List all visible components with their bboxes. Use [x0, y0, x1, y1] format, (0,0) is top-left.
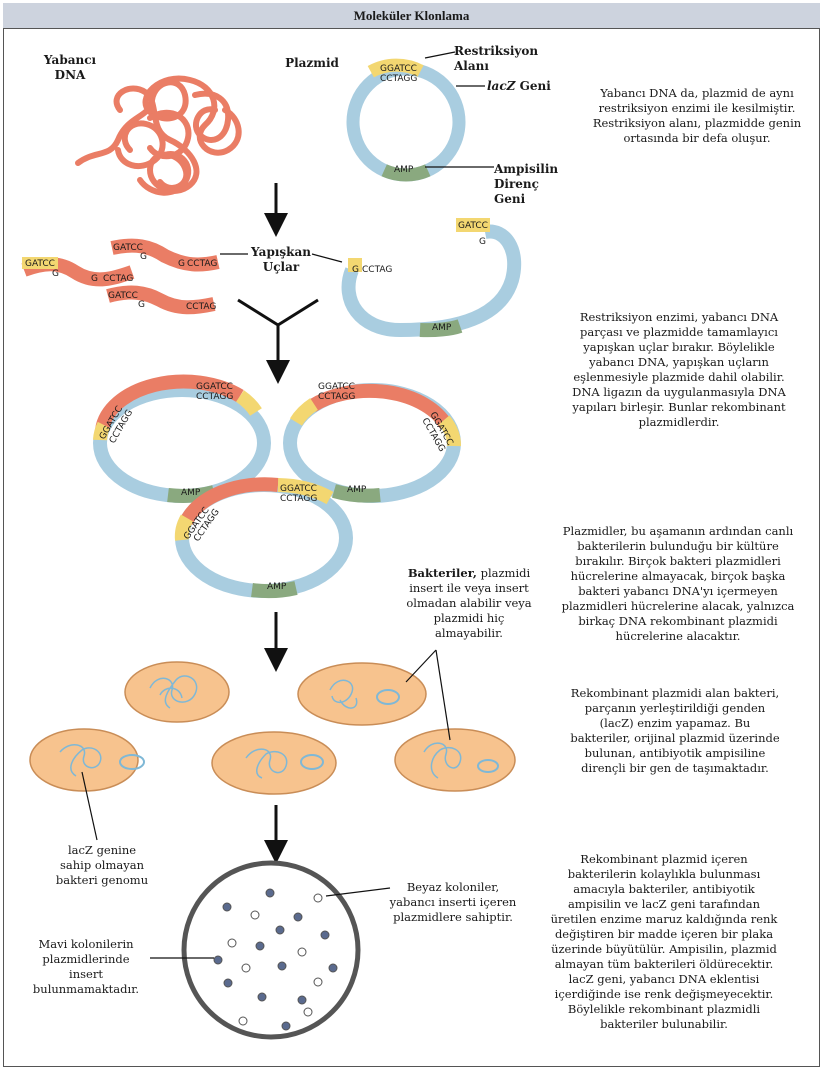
colonies [213, 888, 338, 1031]
foreign-dna-label: Yabancı DNA [43, 53, 97, 82]
step1-description: Yabancı DNA da, plazmid de aynı restriks… [592, 86, 802, 145]
bacteria-pointer-2 [435, 649, 451, 741]
figure-title: Moleküler Klonlama [3, 3, 820, 29]
restriction-site-label: Restriksiyon Alanı [454, 44, 539, 73]
bacterium-1 [124, 661, 230, 723]
plasmid-label: Plazmid [285, 56, 339, 70]
dna-fragment-3: GATCC G CCTAG [106, 285, 216, 315]
svg-text:AMP: AMP [432, 323, 452, 333]
cut-plasmid [341, 218, 522, 338]
plasmid-seq-top: GGATCC [380, 64, 417, 74]
svg-text:GATCC: GATCC [108, 291, 138, 301]
white-colonies-label: Beyaz koloniler, yabancı inserti içeren … [389, 880, 517, 924]
recombinant-plasmid-2 [283, 383, 461, 503]
svg-text:GATCC: GATCC [458, 221, 488, 231]
step2-description: Restriksiyon enzimi, yabancı DNA parçası… [572, 310, 786, 429]
bacterium-3 [29, 728, 145, 792]
svg-text:CCTAGG: CCTAGG [318, 392, 355, 402]
svg-text:GGATCC: GGATCC [318, 382, 355, 392]
merge-arrow [237, 298, 319, 384]
recombinant-plasmid-1 [93, 374, 271, 503]
svg-text:GGATCC: GGATCC [196, 382, 233, 392]
foreign-dna-tangle [75, 75, 242, 196]
restriction-site-pointer [424, 51, 456, 59]
svg-text:CCTAGG: CCTAGG [196, 392, 233, 402]
svg-text:GGATCC: GGATCC [280, 484, 317, 494]
step3-description: Plazmidler, bu aşamanın ardından canlı b… [561, 524, 795, 643]
svg-text:CCTAG: CCTAG [187, 259, 217, 269]
dna-fragment-1: GATCC G G CCTAG [21, 257, 135, 287]
bacterium-2 [297, 662, 427, 726]
plasmid-amp-label: AMP [394, 165, 414, 175]
lacz-gene-label: lacZ Geni [487, 79, 551, 93]
svg-text:G: G [479, 237, 486, 247]
bacteria-description: Bakteriler, plazmidi insert ile veya ins… [406, 566, 532, 640]
svg-text:G: G [52, 269, 59, 279]
bacterium-4 [211, 731, 337, 795]
svg-text:CCTAG: CCTAG [186, 302, 216, 312]
svg-text:G: G [91, 274, 98, 284]
plasmid-seq-bottom: CCTAGG [380, 74, 417, 84]
bacterium-5 [394, 728, 516, 792]
svg-text:G: G [352, 265, 359, 275]
plasmid-ring [346, 58, 466, 182]
genome-pointer [81, 771, 98, 841]
svg-text:AMP: AMP [181, 488, 201, 498]
svg-text:AMP: AMP [267, 582, 287, 592]
no-lacz-genome-label: lacZ genine sahip olmayan bakteri genomu [55, 843, 149, 887]
blue-colonies-label: Mavi kolonilerin plazmidlerinde insert b… [32, 937, 140, 996]
svg-text:AMP: AMP [347, 485, 367, 495]
svg-text:G: G [178, 259, 185, 269]
svg-text:G: G [140, 252, 147, 262]
svg-text:CCTAGG: CCTAGG [280, 494, 317, 504]
svg-text:CCTAG: CCTAG [103, 274, 133, 284]
dna-fragment-2: GATCC G G CCTAG [110, 238, 220, 272]
svg-text:CCTAG: CCTAG [362, 265, 392, 275]
svg-text:GATCC: GATCC [25, 259, 55, 269]
recombinant-plasmid-3 [174, 477, 353, 599]
white-colony-pointer [325, 887, 391, 897]
bacteria-pointer-1 [405, 649, 437, 683]
sticky-ends-pointer-right [311, 253, 343, 263]
step5-description: Rekombinant plazmid içeren bakterilerin … [550, 852, 778, 1031]
svg-text:GATCC: GATCC [113, 243, 143, 253]
step4-description: Rekombinant plazmidi alan bakteri, parça… [570, 686, 780, 775]
svg-text:G: G [138, 300, 145, 310]
